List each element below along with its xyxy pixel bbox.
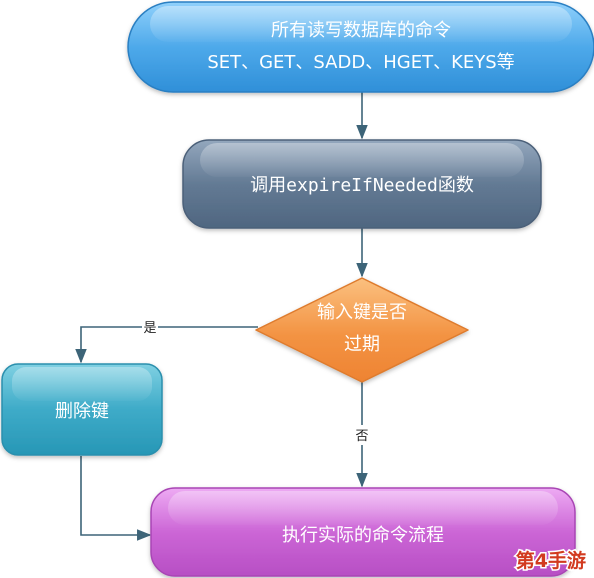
yes-label: 是 [143, 321, 156, 336]
connector-delete-to-execute [80, 456, 152, 541]
node-call-expire-label: 调用expireIfNeeded函数 [250, 175, 474, 196]
node-all-commands-examples: SET、GET、SADD、HGET、KEYS等 [207, 52, 514, 73]
node-delete-key [1, 363, 163, 456]
no-label-bg [353, 425, 371, 445]
watermark-logo: 第4手游 [516, 549, 586, 572]
node-delete-key-label: 删除键 [55, 401, 109, 422]
node-is-expired-line2: 过期 [344, 334, 380, 355]
no-label: 否 [355, 429, 368, 444]
node-all-commands-title: 所有读写数据库的命令 [271, 20, 451, 41]
node-execute-label: 执行实际的命令流程 [282, 525, 444, 546]
connector-decision-yes-to-delete [75, 326, 258, 364]
node-execute [150, 487, 576, 577]
yes-label-bg [142, 318, 158, 336]
node-is-expired-diamond [255, 277, 469, 383]
node-all-commands [127, 1, 594, 93]
node-call-expire [182, 139, 542, 229]
node-is-expired-line1: 输入键是否 [317, 302, 407, 323]
